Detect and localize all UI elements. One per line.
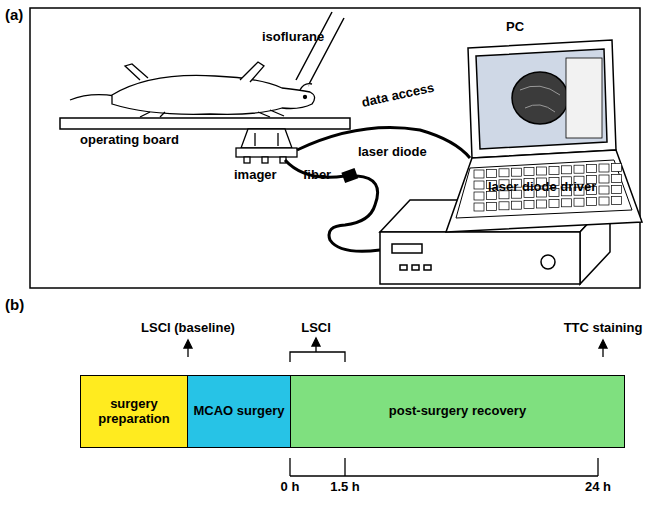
key-stroke: [562, 199, 572, 207]
key-stroke: [537, 167, 547, 175]
key-stroke: [612, 196, 622, 204]
key-stroke: [499, 169, 509, 177]
key-stroke: [612, 163, 622, 171]
part-label: operating board: [80, 133, 179, 148]
key-stroke: [474, 192, 484, 200]
key-stroke: [549, 199, 559, 207]
key-stroke: [587, 165, 597, 173]
key-stroke: [599, 186, 609, 194]
part-label: fiber: [303, 168, 331, 183]
part-label: imager: [234, 168, 277, 183]
key-stroke: [549, 166, 559, 174]
part-label: PC: [506, 20, 524, 35]
phase-segment: MCAO surgery: [187, 375, 291, 448]
key-stroke: [512, 168, 522, 176]
panel-label: (a): [5, 6, 23, 23]
key-stroke: [524, 168, 534, 176]
key-stroke: [524, 201, 534, 209]
key-stroke: [474, 203, 484, 211]
key-stroke: [574, 198, 584, 206]
time-point-label: LSCI (baseline): [141, 321, 235, 336]
key-stroke: [612, 174, 622, 182]
time-tick-label: 24 h: [585, 480, 611, 495]
key-stroke: [499, 202, 509, 210]
key-stroke: [574, 165, 584, 173]
time-tick-label: 1.5 h: [330, 480, 360, 495]
panel-label: (b): [5, 296, 24, 313]
key-stroke: [487, 169, 497, 177]
key-stroke: [599, 175, 609, 183]
phase-segment: surgery preparation: [80, 375, 188, 448]
time-tick-label: 0 h: [281, 480, 300, 495]
key-stroke: [599, 164, 609, 172]
part-label: laser diode driver: [488, 180, 596, 195]
key-stroke: [587, 198, 597, 206]
phase-label: post-surgery recovery: [385, 402, 530, 421]
key-stroke: [474, 181, 484, 189]
time-point-label: LSCI: [301, 321, 331, 336]
time-point-label: TTC staining: [564, 321, 643, 336]
key-stroke: [487, 202, 497, 210]
key-stroke: [562, 166, 572, 174]
key-stroke: [537, 200, 547, 208]
key-stroke: [474, 170, 484, 178]
phase-segment: post-surgery recovery: [290, 375, 625, 448]
phase-label: MCAO surgery: [189, 402, 288, 421]
part-label: laser diode: [358, 145, 427, 160]
key-stroke: [612, 185, 622, 193]
key-stroke: [512, 201, 522, 209]
key-stroke: [599, 197, 609, 205]
part-label: isoflurane: [262, 30, 324, 45]
phase-label: surgery preparation: [81, 395, 187, 429]
part-label: data access: [360, 81, 435, 111]
